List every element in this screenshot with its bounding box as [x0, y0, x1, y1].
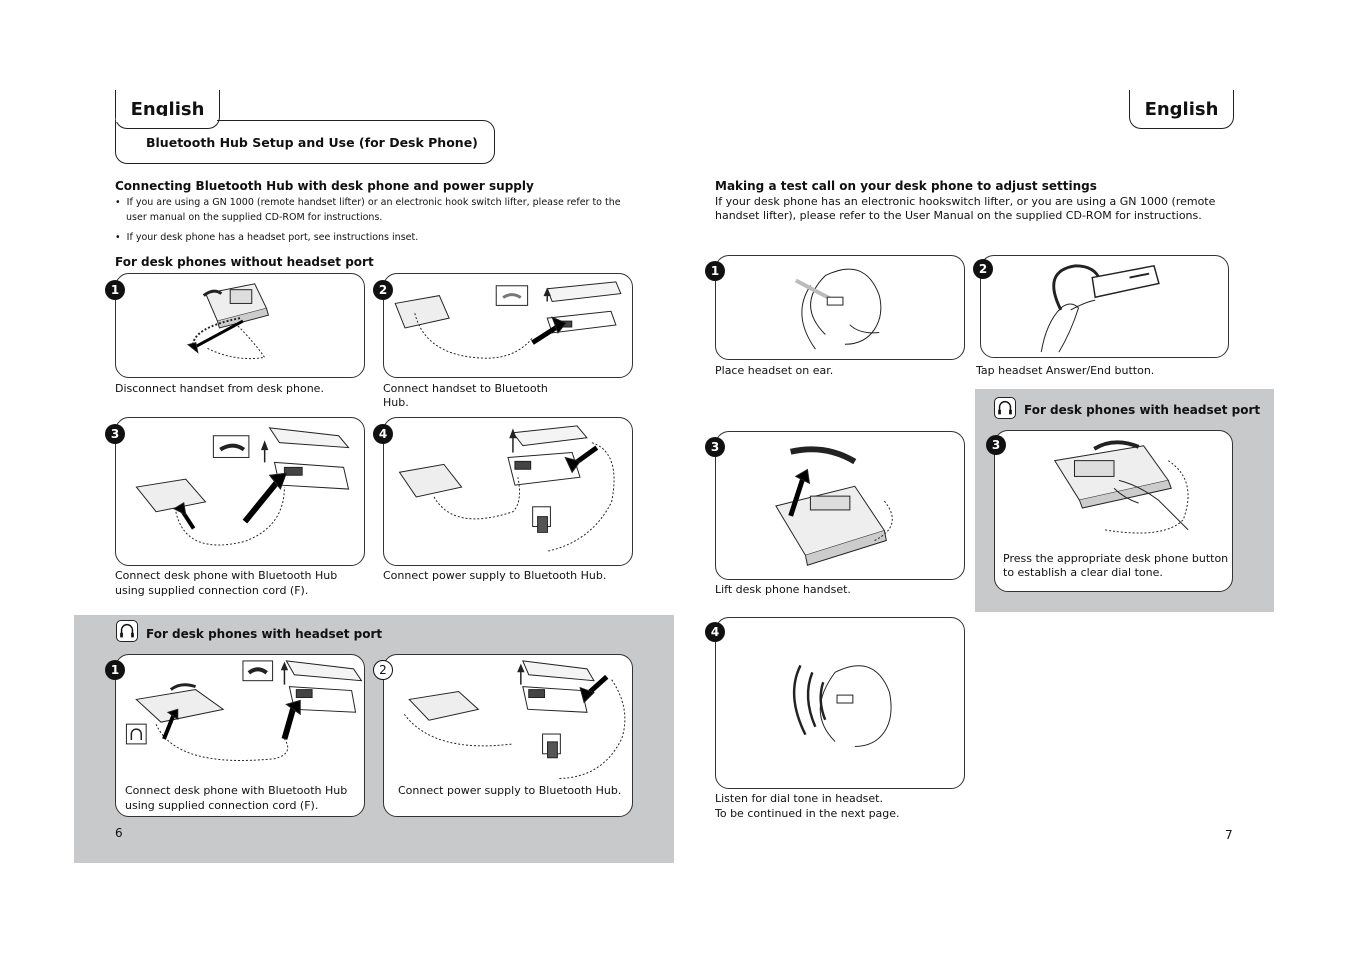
r-step-2-illustration — [980, 255, 1229, 358]
r-step-3-number: 3 — [705, 437, 725, 457]
step-2-caption-line1: Connect handset to Bluetooth — [383, 382, 548, 395]
r-port-step-3-number: 3 — [986, 435, 1006, 455]
r-step-2-number: 2 — [973, 259, 993, 279]
r-step-1-caption: Place headset on ear. — [715, 364, 834, 377]
r-step-3-illustration — [715, 431, 965, 580]
language-tab-label: English — [130, 98, 205, 120]
port-step-2-caption: Connect power supply to Bluetooth Hub. — [398, 784, 622, 797]
r-port-step-3-illustration — [994, 430, 1233, 592]
bullet-2-text: If your desk phone has a headset port, s… — [126, 232, 419, 243]
language-tab-left: English — [115, 90, 220, 129]
bullet-1-text: If you are using a GN 1000 (remote hands… — [126, 197, 621, 208]
port-step-1-caption-line2: using supplied connection cord (F). — [125, 799, 319, 812]
intro-line-1: If your desk phone has an electronic hoo… — [715, 195, 1216, 208]
bullet-1-cont: user manual on the supplied CD-ROM for i… — [126, 212, 383, 223]
step-1-number: 1 — [105, 280, 125, 300]
port-step-1-caption-line1: Connect desk phone with Bluetooth Hub — [125, 784, 348, 797]
r-step-4-illustration — [715, 617, 965, 789]
step-1-illustration — [115, 273, 365, 378]
step-3-caption-line2: using supplied connection cord (F). — [115, 584, 309, 597]
language-tab-label: English — [1144, 98, 1219, 120]
page-number-right: 7 — [1225, 828, 1233, 842]
with-port-heading-left: For desk phones with headset port — [146, 627, 383, 641]
language-tab-right: English — [1129, 90, 1234, 129]
r-port-step-3-caption-line1: Press the appropriate desk phone button — [1003, 552, 1229, 565]
port-step-2-illustration — [383, 654, 633, 817]
section-heading-right: Making a test call on your desk phone to… — [715, 179, 1097, 193]
headset-icon — [116, 620, 138, 642]
intro-line-2: handset lifter), please refer to the Use… — [715, 209, 1202, 222]
r-port-step-3-caption-line2: to establish a clear dial tone. — [1003, 566, 1163, 579]
with-port-heading-right: For desk phones with headset port — [1024, 403, 1261, 417]
port-step-1-illustration — [115, 654, 365, 817]
subtitle-text: Bluetooth Hub Setup and Use (for Desk Ph… — [146, 134, 478, 150]
bullet-2: • If your desk phone has a headset port,… — [115, 232, 419, 243]
r-step-1-illustration — [715, 255, 965, 360]
port-step-2-number: 2 — [373, 660, 393, 680]
r-step-4-caption-line1: Listen for dial tone in headset. — [715, 792, 883, 805]
step-3-illustration — [115, 417, 365, 566]
step-4-number: 4 — [373, 424, 393, 444]
without-port-heading: For desk phones without headset port — [115, 255, 374, 269]
step-3-number: 3 — [105, 424, 125, 444]
step-1-caption: Disconnect handset from desk phone. — [115, 382, 324, 395]
subtitle-box: Bluetooth Hub Setup and Use (for Desk Ph… — [115, 120, 495, 164]
step-4-illustration — [383, 417, 633, 566]
step-2-illustration — [383, 273, 633, 378]
step-2-number: 2 — [373, 280, 393, 300]
headset-icon — [994, 397, 1016, 419]
r-step-4-caption-line2: To be continued in the next page. — [715, 807, 900, 820]
r-step-4-number: 4 — [705, 622, 725, 642]
page-number-left: 6 — [115, 826, 123, 840]
bullet-1: • If you are using a GN 1000 (remote han… — [115, 197, 621, 208]
port-step-1-number: 1 — [105, 660, 125, 680]
r-step-3-caption: Lift desk phone handset. — [715, 583, 851, 596]
step-3-caption-line1: Connect desk phone with Bluetooth Hub — [115, 569, 338, 582]
r-step-1-number: 1 — [705, 261, 725, 281]
step-4-caption: Connect power supply to Bluetooth Hub. — [383, 569, 607, 582]
section-heading-left: Connecting Bluetooth Hub with desk phone… — [115, 179, 534, 193]
step-2-caption-line2: Hub. — [383, 396, 409, 409]
r-step-2-caption: Tap headset Answer/End button. — [976, 364, 1155, 377]
